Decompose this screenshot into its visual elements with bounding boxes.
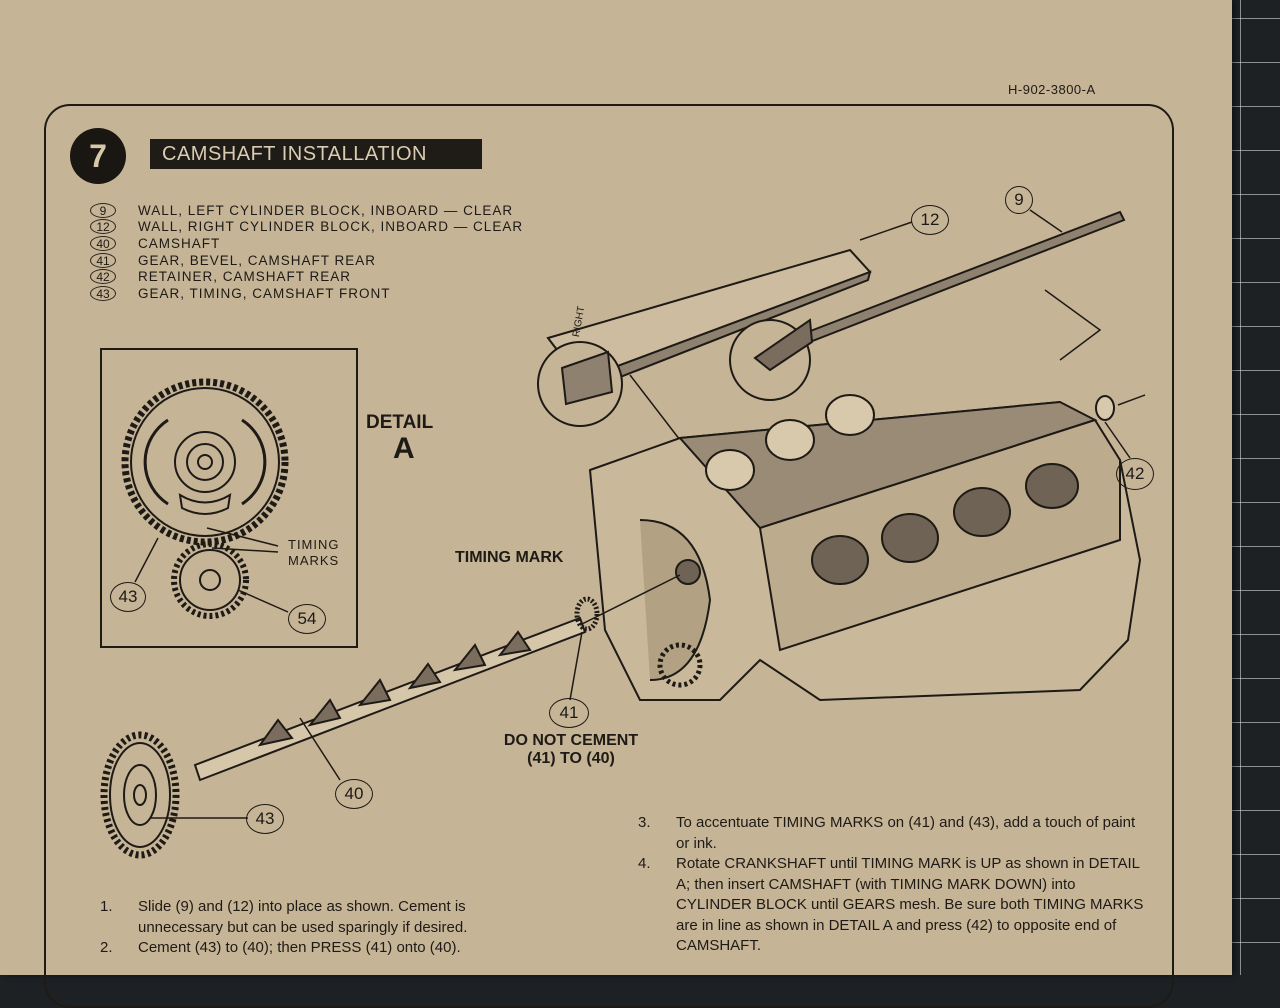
instruction-item: 2. Cement (43) to (40); then PRESS (41) …	[100, 939, 461, 956]
bevel-gear-41	[569, 596, 600, 701]
assembly-illustration	[100, 209, 1146, 859]
part-description: WALL, RIGHT CYLINDER BLOCK, INBOARD — CL…	[138, 219, 524, 235]
timing-marks-label-line2: MARKS	[288, 553, 340, 568]
callout-9: 9	[1005, 186, 1033, 214]
parts-list-item: 9 WALL, LEFT CYLINDER BLOCK, INBOARD — C…	[90, 202, 523, 219]
callout-54: 54	[288, 604, 326, 634]
part-number: 41	[90, 252, 116, 268]
document-id: H-902-3800-A	[1008, 82, 1096, 97]
part-description: GEAR, BEVEL, CAMSHAFT REAR	[138, 252, 377, 268]
parts-list-item: 43 GEAR, TIMING, CAMSHAFT FRONT	[90, 285, 523, 302]
callout-43-camshaft: 43	[246, 804, 284, 834]
camshaft-front-gear-43	[100, 731, 248, 859]
timing-marks-label-line1: TIMING	[288, 537, 340, 552]
parts-list-item: 41 GEAR, BEVEL, CAMSHAFT REAR	[90, 252, 523, 269]
step-number-badge: 7	[70, 128, 126, 184]
step-title: CAMSHAFT INSTALLATION	[150, 139, 482, 169]
part-description: GEAR, TIMING, CAMSHAFT FRONT	[138, 285, 391, 301]
part-number: 40	[90, 235, 116, 251]
right-wall-panel-12	[537, 248, 872, 427]
part-description: CAMSHAFT	[138, 235, 221, 251]
part-number: 43	[90, 285, 116, 301]
instruction-item: 1. Slide (9) and (12) into place as show…	[100, 898, 468, 936]
callout-43-detail: 43	[110, 582, 146, 612]
parts-list-item: 42 RETAINER, CAMSHAFT REAR	[90, 268, 523, 285]
part-description: WALL, LEFT CYLINDER BLOCK, INBOARD — CLE…	[138, 202, 514, 218]
instructions-right: 3. To accentuate TIMING MARKS on (41) an…	[638, 813, 1148, 957]
callout-42: 42	[1116, 458, 1154, 490]
instruction-item: 3. To accentuate TIMING MARKS on (41) an…	[638, 814, 1136, 852]
detail-crank-gear-54	[171, 541, 249, 619]
left-wall-panel-9	[729, 210, 1126, 401]
parts-list-item: 40 CAMSHAFT	[90, 235, 523, 252]
callout-40: 40	[335, 779, 373, 809]
detail-label: DETAIL	[366, 412, 434, 433]
detail-a-box	[100, 348, 358, 648]
callout-12: 12	[911, 205, 949, 235]
instructions-left: 1. Slide (9) and (12) into place as show…	[100, 897, 530, 959]
callout-41: 41	[549, 698, 589, 728]
part-description: RETAINER, CAMSHAFT REAR	[138, 269, 352, 285]
part-number: 9	[90, 202, 116, 218]
instruction-item: 4. Rotate CRANKSHAFT until TIMING MARK i…	[638, 855, 1144, 954]
part-number: 42	[90, 269, 116, 285]
instruction-sheet: H-902-3800-A 7 CAMSHAFT INSTALLATION 9 W…	[0, 0, 1232, 1008]
parts-list-item: 12 WALL, RIGHT CYLINDER BLOCK, INBOARD —…	[90, 219, 523, 236]
do-not-cement-label: DO NOT CEMENT (41) TO (40)	[503, 732, 639, 767]
detail-timing-gear-43	[121, 378, 289, 546]
camshaft-40	[193, 574, 681, 782]
part-number: 12	[90, 219, 116, 235]
timing-mark-label: TIMING MARK	[455, 549, 564, 566]
parts-list: 9 WALL, LEFT CYLINDER BLOCK, INBOARD — C…	[90, 202, 523, 302]
detail-letter: A	[393, 432, 415, 465]
cylinder-block	[588, 394, 1142, 702]
